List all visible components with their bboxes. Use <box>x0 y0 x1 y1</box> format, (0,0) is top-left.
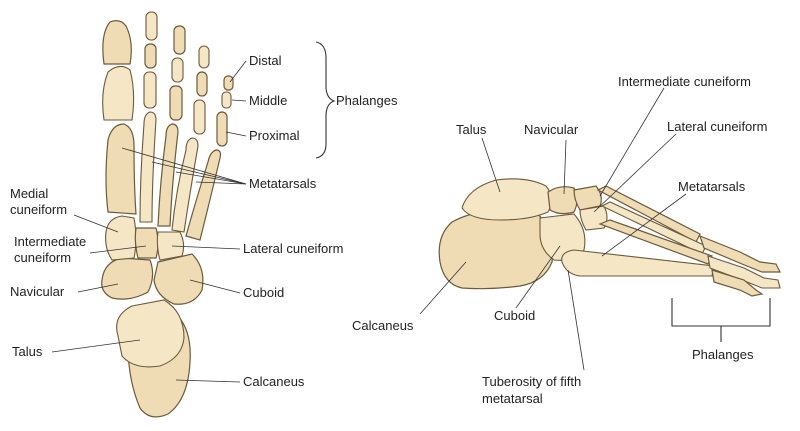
dorsal-metatarsal-3 <box>157 123 179 227</box>
label-medial-cuneiform-2: cuneiform <box>10 202 67 217</box>
label-cuboid-dorsal: Cuboid <box>243 285 284 300</box>
leader-metatarsals-b <box>151 161 247 185</box>
leader-calcaneus <box>175 379 241 383</box>
dorsal-toe3-proximal-phalanx <box>169 85 183 121</box>
lateral-foot-illustration <box>438 178 781 297</box>
label-talus-lateral: Talus <box>456 122 487 137</box>
leader-intermediate-cuneiform-lateral <box>599 87 665 197</box>
label-calcaneus-lateral: Calcaneus <box>352 318 414 333</box>
dorsal-toe5-distal-phalanx <box>223 75 234 91</box>
leader-lateral-cuneiform <box>171 245 241 250</box>
label-distal: Distal <box>249 53 282 68</box>
dorsal-toe2-proximal-phalanx <box>143 71 157 109</box>
label-navicular-dorsal: Navicular <box>10 284 65 299</box>
leader-medial-cuneiform <box>73 214 119 233</box>
label-tuberosity-2: metatarsal <box>482 391 543 406</box>
label-metatarsals-dorsal: Metatarsals <box>249 176 317 191</box>
dorsal-cuboid-bone <box>153 253 204 305</box>
label-intermediate-cuneiform-lateral: Intermediate cuneiform <box>618 74 751 89</box>
leader-metatarsals-a <box>121 147 247 185</box>
label-talus-dorsal: Talus <box>12 344 43 359</box>
dorsal-medial-cuneiform-bone <box>105 215 137 261</box>
label-lateral-cuneiform-lateral: Lateral cuneiform <box>667 119 767 134</box>
leader-cuboid-lateral <box>515 245 561 309</box>
leader-metatarsals-c <box>175 171 247 185</box>
leader-metatarsals-d <box>195 181 247 185</box>
lateral-calcaneus-bone <box>438 209 554 290</box>
dorsal-toe4-proximal-phalanx <box>193 99 206 135</box>
dorsal-talus-bone <box>116 299 185 368</box>
leader-middle <box>231 99 247 102</box>
label-tuberosity-1: Tuberosity of fifth <box>482 374 581 389</box>
label-intermediate-cuneiform-2: cuneiform <box>14 250 71 265</box>
lateral-phalanges-row-1 <box>699 234 781 273</box>
dorsal-navicular-bone <box>101 257 154 300</box>
lateral-lateral-cuneiform-bone <box>579 205 608 231</box>
dorsal-leader-lines <box>51 60 247 383</box>
lateral-phalanges-row-3 <box>711 269 764 297</box>
leader-cuboid <box>189 279 241 294</box>
leader-calcaneus-lateral <box>419 261 467 315</box>
leader-talus-lateral <box>481 137 501 193</box>
label-cuboid-lateral: Cuboid <box>494 308 535 323</box>
dorsal-toe4-distal-phalanx <box>198 45 210 69</box>
label-lateral-cuneiform-dorsal: Lateral cuneiform <box>243 241 343 256</box>
lateral-talus-bone <box>461 178 553 221</box>
dorsal-metatarsal-1 <box>105 123 137 215</box>
label-navicular-lateral: Navicular <box>524 122 579 137</box>
label-proximal: Proximal <box>249 128 300 143</box>
leader-navicular <box>77 283 119 293</box>
dorsal-toe4-middle-phalanx <box>196 71 208 97</box>
dorsal-intermediate-cuneiform-bone <box>134 227 159 259</box>
lateral-phalanges-row-2 <box>707 255 781 289</box>
lateral-labels: Intermediate cuneiform Talus Navicular L… <box>352 74 767 406</box>
lateral-phalanges-bracket <box>671 298 771 342</box>
dorsal-toe5-middle-phalanx <box>221 91 232 109</box>
label-metatarsals-lateral: Metatarsals <box>678 179 746 194</box>
leader-tuberosity <box>567 269 585 371</box>
dorsal-toe1-distal-phalanx <box>102 20 132 65</box>
label-phalanges-lateral: Phalanges <box>692 347 754 362</box>
leader-metatarsals-lateral <box>601 193 687 257</box>
leader-distal <box>229 60 247 83</box>
label-middle: Middle <box>249 93 287 108</box>
lateral-intermediate-cuneiform-bone <box>573 185 602 211</box>
label-intermediate-cuneiform-1: Intermediate <box>14 234 86 249</box>
dorsal-lateral-cuneiform-bone <box>156 231 185 261</box>
dorsal-toe2-distal-phalanx <box>145 11 158 41</box>
leader-intermediate-cuneiform <box>89 245 147 254</box>
dorsal-toe3-distal-phalanx <box>173 25 186 55</box>
lateral-metatarsal-a <box>596 185 701 243</box>
label-phalanges-dorsal: Phalanges <box>336 93 398 108</box>
dorsal-toe3-middle-phalanx <box>171 57 184 83</box>
label-medial-cuneiform-1: Medial <box>10 186 48 201</box>
leader-proximal <box>225 131 247 137</box>
dorsal-toe2-middle-phalanx <box>144 43 157 69</box>
dorsal-labels: Distal Middle Proximal Phalanges Metatar… <box>10 53 398 389</box>
label-calcaneus-dorsal: Calcaneus <box>243 374 305 389</box>
dorsal-metatarsal-2 <box>139 111 157 223</box>
lateral-metatarsal-c <box>598 219 713 265</box>
dorsal-metatarsal-4 <box>171 137 199 233</box>
lateral-leader-lines <box>419 87 687 371</box>
dorsal-metatarsal-5 <box>185 149 222 241</box>
leader-navicular-lateral <box>563 139 567 195</box>
phalanges-brace <box>315 41 336 159</box>
leader-lateral-cuneiform-lateral <box>593 133 677 213</box>
leader-talus <box>51 339 141 353</box>
dorsal-foot-illustration <box>101 11 234 418</box>
dorsal-toe1-proximal-phalanx <box>102 65 135 121</box>
lateral-navicular-bone <box>547 186 578 215</box>
dorsal-toe5-proximal-phalanx <box>216 111 228 147</box>
